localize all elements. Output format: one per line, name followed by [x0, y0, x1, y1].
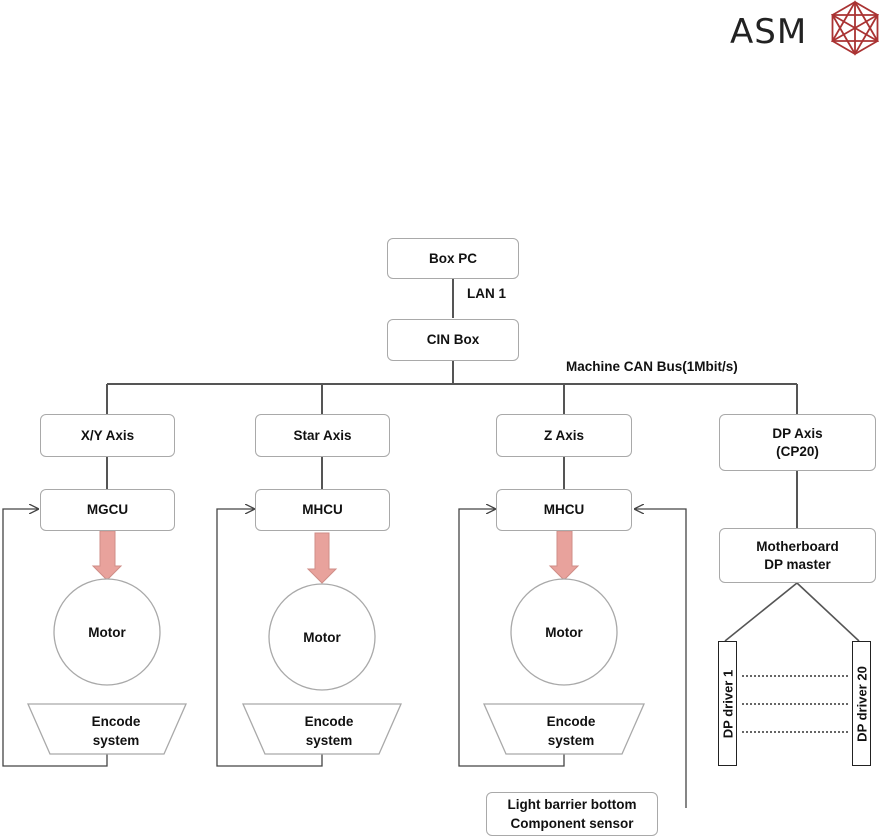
- encoder-star-label: Encode system: [269, 712, 389, 750]
- asm-logo-text: ASM: [730, 12, 807, 52]
- lan-label: LAN 1: [467, 286, 506, 301]
- encoder-z-label: Encode system: [511, 712, 631, 750]
- encoder-z-line-2: system: [548, 731, 595, 750]
- z-drive-arrow: [550, 531, 578, 580]
- xy-axis-box: X/Y Axis: [40, 414, 175, 457]
- z-axis-box: Z Axis: [496, 414, 632, 457]
- mgcu-box: MGCU: [40, 489, 175, 531]
- dp-driver-20: DP driver 20: [852, 641, 871, 766]
- mhcu-z-label: MHCU: [544, 501, 585, 519]
- dp-axis-label-1: DP Axis: [772, 425, 822, 443]
- star-axis-box: Star Axis: [255, 414, 390, 457]
- motor-xy-label: Motor: [57, 622, 157, 642]
- xy-drive-arrow: [93, 531, 121, 580]
- fanout-left: [725, 583, 797, 641]
- z-axis-label: Z Axis: [544, 427, 584, 445]
- can-bus-label: Machine CAN Bus(1Mbit/s): [566, 359, 738, 374]
- motherboard-box: Motherboard DP master: [719, 528, 876, 583]
- encoder-xy-line-2: system: [93, 731, 140, 750]
- mgcu-label: MGCU: [87, 501, 128, 519]
- mhcu-star-label: MHCU: [302, 501, 343, 519]
- star-axis-label: Star Axis: [293, 427, 351, 445]
- encoder-xy-label: Encode system: [56, 712, 176, 750]
- light-barrier-loop: [635, 509, 686, 808]
- light-barrier-line-2: Component sensor: [510, 814, 633, 833]
- encoder-star-line-2: system: [306, 731, 353, 750]
- motherboard-label-1: Motherboard: [756, 538, 839, 556]
- encoder-z-line-1: Encode: [547, 712, 596, 731]
- dp-driver-20-label: DP driver 20: [854, 666, 869, 742]
- fanout-right: [797, 583, 859, 641]
- motherboard-label-2: DP master: [764, 556, 831, 574]
- xy-axis-label: X/Y Axis: [81, 427, 134, 445]
- encoder-xy-line-1: Encode: [92, 712, 141, 731]
- cin-box: CIN Box: [387, 319, 519, 361]
- dp-driver-1: DP driver 1: [718, 641, 737, 766]
- cin-box-label: CIN Box: [427, 331, 480, 349]
- box-pc-label: Box PC: [429, 250, 477, 268]
- star-drive-arrow: [308, 533, 336, 583]
- mhcu-z-box: MHCU: [496, 489, 632, 531]
- mhcu-star-box: MHCU: [255, 489, 390, 531]
- asm-logo-icon: [833, 2, 878, 54]
- light-barrier-line-1: Light barrier bottom: [508, 795, 637, 814]
- motor-z-label: Motor: [514, 622, 614, 642]
- dp-axis-label-2: (CP20): [776, 443, 819, 461]
- dp-driver-1-label: DP driver 1: [720, 669, 735, 737]
- encoder-star-line-1: Encode: [305, 712, 354, 731]
- box-pc: Box PC: [387, 238, 519, 279]
- motor-star-label: Motor: [272, 627, 372, 647]
- light-barrier-box: Light barrier bottom Component sensor: [486, 792, 658, 836]
- dp-axis-box: DP Axis (CP20): [719, 414, 876, 471]
